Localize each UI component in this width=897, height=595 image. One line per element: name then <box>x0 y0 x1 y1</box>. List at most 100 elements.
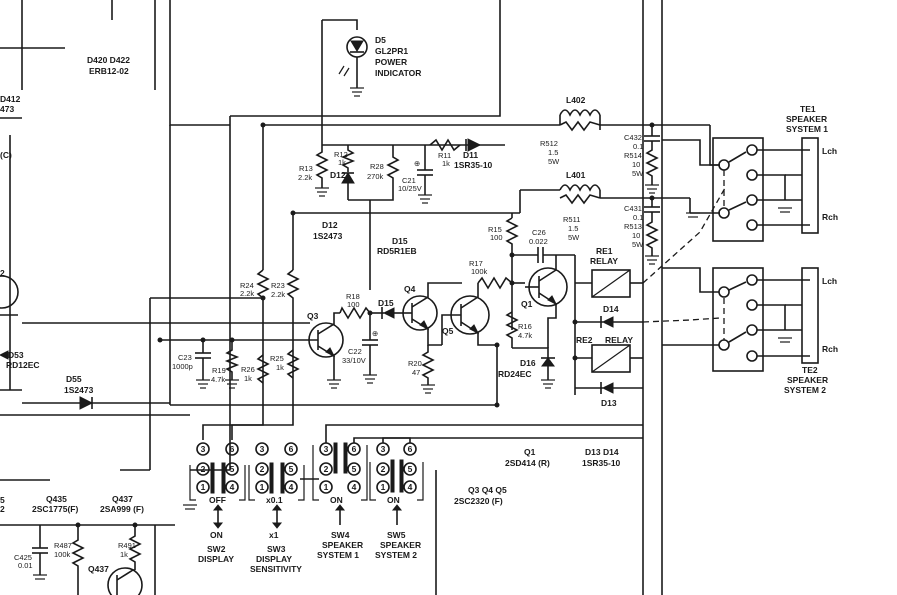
r25-label: R25 <box>270 354 284 363</box>
num5-label: 5 <box>0 495 5 505</box>
svg-text:1: 1 <box>324 482 329 492</box>
d12-label: D12 <box>330 170 346 180</box>
r18-value: 100 <box>347 300 360 309</box>
svg-text:⊕: ⊕ <box>372 329 378 338</box>
r19-value: 4.7k <box>211 375 225 384</box>
d55-diode-symbol <box>79 396 94 410</box>
sw5-position: ON <box>387 495 400 505</box>
r28-value: 270k <box>367 172 384 181</box>
d11-part: 1SR35-10 <box>454 160 493 170</box>
svg-text:2: 2 <box>260 464 265 474</box>
svg-text:4: 4 <box>352 482 357 492</box>
r18-label: R18 <box>346 292 360 301</box>
svg-text:1: 1 <box>381 482 386 492</box>
svg-text:4: 4 <box>230 482 235 492</box>
q3-label: Q3 <box>307 311 319 321</box>
r513-v1: 10 <box>632 231 640 240</box>
c431-label: C431 <box>624 204 642 213</box>
r491-value: 1k <box>120 550 128 559</box>
switch-sw2: 3 6 2 5 1 4 OFF ON SW2 DISPLAY <box>189 442 246 564</box>
svg-text:2: 2 <box>324 464 329 474</box>
switch-sw5: 3 6 2 5 1 4 ON SW5 SPEAKER SYSTEM 2 <box>369 442 424 560</box>
sw3-label: SW3 <box>267 544 286 554</box>
sw2-position: OFF <box>209 495 226 505</box>
r11-d11-c21-group: R11 1k D11 1SR35-10 ⊕ C21 10/25V <box>315 138 493 204</box>
d15-label: D15 <box>392 236 408 246</box>
te2-lch: Lch <box>822 276 837 286</box>
indicator-label: INDICATOR <box>375 68 421 78</box>
svg-text:2: 2 <box>381 464 386 474</box>
r26-label: R26 <box>241 365 255 374</box>
d412-label: D412 <box>0 94 21 104</box>
d13-label: D13 <box>601 398 617 408</box>
d13d14-table-label: D13 D14 <box>585 447 619 457</box>
parts-legend: Q1 2SD414 (R) D13 D14 1SR35-10 Q3 Q4 Q5 … <box>32 447 621 514</box>
speaker-terminal-te1: TE1 SPEAKER SYSTEM 1 Lch Rch <box>712 104 838 242</box>
r18-d15-c22-group: R18 100 D15 ⊕ C22 33/10V <box>339 292 405 384</box>
q5-label: Q5 <box>442 326 454 336</box>
r16-value: 4.7k <box>518 331 532 340</box>
rd12ec-label: RD12EC <box>6 360 40 370</box>
sw3-x1: x1 <box>269 530 279 540</box>
d5-label: D5 <box>375 35 386 45</box>
te1-rch: Rch <box>822 212 838 222</box>
r15-value: 100 <box>490 233 503 242</box>
q1-table-label: Q1 <box>524 447 536 457</box>
inductor-l401: L401 R511 1.5 5W <box>519 170 720 242</box>
r23-value: 2.2k <box>271 290 285 299</box>
switch-panel: 3 6 2 5 1 4 OFF ON SW2 DISPLAY 3 6 2 5 1… <box>183 424 643 574</box>
c26-value: 0.022 <box>529 237 548 246</box>
svg-text:5: 5 <box>352 464 357 474</box>
te2-label: TE2 <box>802 365 818 375</box>
te1-line2: SYSTEM 1 <box>786 124 828 134</box>
power-indicator: D5 GL2PR1 POWER INDICATOR <box>321 19 421 145</box>
svg-text:5: 5 <box>289 464 294 474</box>
r487-value: 100k <box>54 550 71 559</box>
svg-text:3: 3 <box>381 444 386 454</box>
q5-transistor: Q5 <box>441 283 500 408</box>
sw4-position: ON <box>330 495 343 505</box>
q2-fragment: 2 <box>0 268 5 278</box>
c-mark: (C) <box>0 150 12 160</box>
te1-line1: SPEAKER <box>786 114 827 124</box>
sw2-line1: DISPLAY <box>198 554 234 564</box>
q1-table-part: 2SD414 (R) <box>505 458 550 468</box>
sw5-line2: SYSTEM 2 <box>375 550 417 560</box>
bottom-left-fragment: C425 0.01 R487 100k R491 1k Q437 <box>0 522 175 595</box>
r24-r23-group: R24 2.2k R23 2.2k <box>240 122 300 313</box>
sw2-on: ON <box>210 530 223 540</box>
sw3-line1: DISPLAY <box>256 554 292 564</box>
svg-text:1: 1 <box>201 482 206 492</box>
sw3-line2: SENSITIVITY <box>250 564 302 574</box>
r17-r15-c26-r16-d16-group: R17 100k R15 100 C26 0.022 R16 4.7k D16 … <box>469 213 575 389</box>
frame-lines <box>0 0 663 595</box>
d53-label: D53 <box>8 350 24 360</box>
d16-label: D16 <box>520 358 536 368</box>
c431-value: 0.1 <box>633 213 643 222</box>
r23-label: R23 <box>271 281 285 290</box>
r13-r12-r28-group: R13 2.2k R12 1k D12 R28 270k <box>298 145 400 290</box>
r511-label: R511 <box>563 215 580 224</box>
c23-r19-r26-r25-group: C23 1000p R19 4.7k R26 1k R25 1k <box>157 337 300 389</box>
te2-rch: Rch <box>822 344 838 354</box>
c432-r514: C432 0.1 R514 10 5W <box>624 122 660 194</box>
r514-v1: 10 <box>632 160 640 169</box>
r26-value: 1k <box>244 374 252 383</box>
d16-part: RD24EC <box>498 369 532 379</box>
r17-label: R17 <box>469 259 483 268</box>
r514-v2: 5W <box>632 169 644 178</box>
r24-label: R24 <box>240 281 254 290</box>
sw5-label: SW5 <box>387 530 406 540</box>
erb-label: ERB12-02 <box>89 66 129 76</box>
c26-label: C26 <box>532 228 546 237</box>
r24-value: 2.2k <box>240 289 254 298</box>
sw5-line1: SPEAKER <box>380 540 421 550</box>
q4-transistor: Q4 <box>402 282 462 346</box>
svg-text:4: 4 <box>408 482 413 492</box>
r514-label: R514 <box>624 151 642 160</box>
svg-text:3: 3 <box>324 444 329 454</box>
d5-part: GL2PR1 <box>375 46 408 56</box>
svg-text:6: 6 <box>289 444 294 454</box>
q4-label: Q4 <box>404 284 416 294</box>
